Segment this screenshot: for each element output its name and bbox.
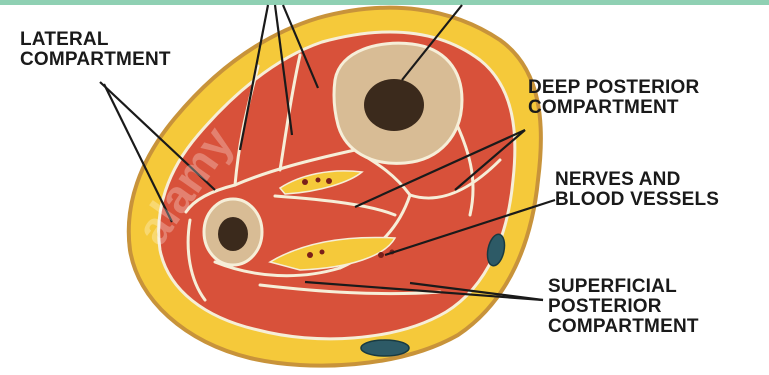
- label-superficial-line1: SUPERFICIAL: [548, 277, 699, 297]
- label-superficial-posterior-compartment: SUPERFICIAL POSTERIOR COMPARTMENT: [548, 277, 699, 337]
- label-deep-line2: COMPARTMENT: [528, 98, 699, 118]
- tibia-bone: [334, 43, 462, 163]
- label-lateral-compartment: LATERAL COMPARTMENT: [20, 30, 171, 70]
- superficial-vein-posterior: [361, 340, 409, 356]
- label-superficial-line3: COMPARTMENT: [548, 317, 699, 337]
- label-lateral-line2: COMPARTMENT: [20, 50, 171, 70]
- watermark-left: alamy: [0, 174, 103, 311]
- label-nerves-line1: NERVES AND: [555, 170, 719, 190]
- label-deep-posterior-compartment: DEEP POSTERIOR COMPARTMENT: [528, 78, 699, 118]
- label-lateral-line1: LATERAL: [20, 30, 171, 50]
- label-superficial-line2: POSTERIOR: [548, 297, 699, 317]
- label-nerves-blood-vessels: NERVES AND BLOOD VESSELS: [555, 170, 719, 210]
- fibula-bone: [204, 199, 262, 265]
- label-nerves-line2: BLOOD VESSELS: [555, 190, 719, 210]
- label-deep-line1: DEEP POSTERIOR: [528, 78, 699, 98]
